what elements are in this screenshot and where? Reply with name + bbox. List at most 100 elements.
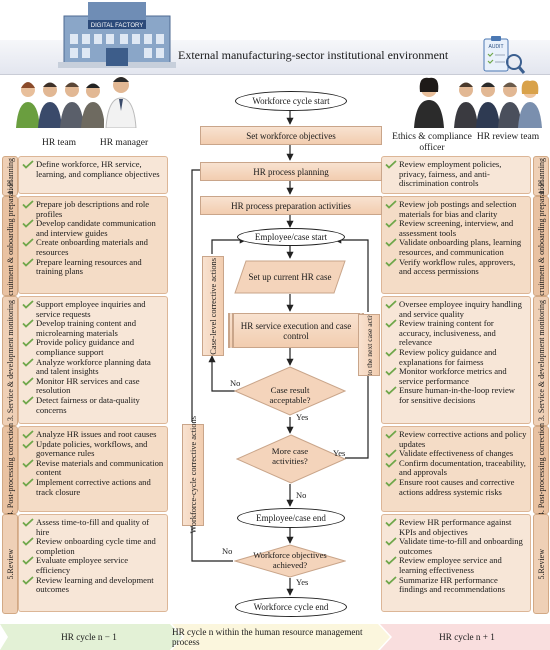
check-icon [385, 348, 397, 357]
audit-clipboard-icon: AUDIT [483, 36, 526, 74]
list-item: Assess time-to-fill and quality of hire [22, 517, 164, 537]
list-item-text: Review training content for accuracy, in… [399, 318, 496, 348]
next-activity-label: Go to the next case activity [364, 314, 374, 376]
list-item-text: Provide policy guidance and compliance s… [36, 337, 135, 357]
right-phase-box-2: Review job postings and selection materi… [381, 196, 531, 294]
check-icon [22, 338, 34, 348]
check-icon [385, 459, 397, 468]
case-corrective-box: Case-level corrective actions [202, 256, 224, 356]
check-icon [22, 430, 34, 439]
list-item: Review corrective actions and policy upd… [385, 429, 527, 449]
list-item: Summarize HR performance findings and re… [385, 575, 527, 595]
cycle-corrective-box: Workforce-cycle corrective actions [182, 416, 204, 534]
list-item-text: Review job postings and selection materi… [399, 199, 517, 219]
left-phase-box-2: Prepare job descriptions and role profil… [18, 196, 168, 294]
cycle-timeline-bar [0, 624, 550, 650]
list-item: Verify workflow rules, approvers, and ac… [385, 257, 527, 277]
check-icon [385, 449, 397, 458]
check-icon [22, 219, 34, 228]
left-phase-tab-5: 5.Review [2, 514, 18, 614]
more-activities-decision [236, 434, 346, 484]
check-icon [385, 200, 397, 209]
list-item-text: Ensure root causes and corrective action… [399, 476, 515, 497]
list-item-text: Review screening, interview, and assessm… [399, 218, 514, 238]
list-item: Revise materials and communication conte… [22, 457, 164, 478]
right-phase-tab-4: 4. Post-processing correction [533, 423, 549, 517]
list-item: Detect fairness or data-quality concerns [22, 394, 164, 415]
list-item: Prepare job descriptions and role profil… [22, 199, 164, 219]
right-phase-box-3: Oversee employee inquiry handling and se… [381, 296, 531, 424]
case-start-terminal: Employee/case start [237, 228, 345, 246]
list-item-text: Review learning and development outcomes [36, 574, 154, 595]
check-icon [22, 556, 34, 566]
list-item: Evaluate employee service efficiency [22, 556, 164, 575]
list-item-text: Detect fairness or data-quality concerns [36, 394, 140, 415]
hr-manager-icon [105, 77, 137, 128]
check-icon [22, 357, 34, 367]
no-label-more: No [296, 490, 307, 500]
check-icon [22, 160, 34, 169]
factory-icon: DIGITAL FACTORY [58, 2, 176, 68]
left-phase-label-5: 5.Review [5, 548, 15, 580]
list-item-text: Revise materials and communication conte… [36, 457, 164, 478]
check-icon [22, 300, 34, 309]
check-icon [22, 518, 34, 527]
left-phase-tab-3: 3. Service & development monitoring [2, 296, 18, 426]
hr-team-icon [16, 82, 104, 128]
no-label-case: No [230, 378, 241, 388]
check-icon [385, 219, 397, 228]
list-item-text: Develop candidate communication and inte… [36, 218, 156, 238]
case-acceptable-decision [234, 366, 346, 416]
list-item: Confirm documentation, traceability, and… [385, 458, 527, 478]
list-item: Validate onboarding plans, learning reso… [385, 238, 527, 257]
list-item-text: Review HR performance against KPIs and o… [399, 517, 512, 537]
list-item: Define workforce, HR service, learning, … [22, 159, 164, 179]
right-phase-tab-3: 3. Service & development monitoring [533, 296, 549, 426]
yes-label-more: Yes [333, 448, 346, 458]
check-icon [385, 300, 397, 309]
list-item: Review policy guidance and explanations … [385, 347, 527, 367]
list-item: Prepare learning resources and training … [22, 257, 164, 277]
check-icon [22, 319, 34, 328]
review-team-icon [454, 80, 542, 128]
audit-label: AUDIT [489, 44, 504, 50]
check-icon [22, 200, 34, 209]
list-item-text: Review onboarding cycle time and complet… [36, 536, 156, 556]
list-item: Implement corrective actions and track c… [22, 477, 164, 497]
list-item-text: Support employee inquiries and service r… [36, 299, 146, 319]
review-team-label: HR review team [476, 132, 540, 142]
case-end-terminal: Employee/case end [237, 508, 345, 528]
left-phase-box-3: Support employee inquiries and service r… [18, 296, 168, 424]
left-phase-label-3: 3. Service & development monitoring [5, 300, 15, 422]
cycle-corrective-label: Workforce-cycle corrective actions [188, 416, 198, 534]
list-item: Validate time-to-fill and onboarding out… [385, 536, 527, 556]
check-icon [385, 386, 397, 396]
set-objectives-step: Set workforce objectives [200, 126, 382, 145]
left-phase-label-4: 4. Post-processing correction [5, 423, 15, 517]
list-item-text: Ensure human-in-the-loop review for sens… [399, 385, 515, 405]
list-item: Develop training content and microlearni… [22, 318, 164, 338]
no-label-objectives: No [222, 546, 233, 556]
list-item-text: Validate time-to-fill and onboarding out… [399, 536, 523, 556]
list-item-text: Review employment policies, privacy, fai… [399, 159, 502, 189]
setup-case-label: Set up current HR case [248, 271, 332, 282]
objectives-achieved-label: Workforce objectives achieved? [253, 550, 327, 570]
cycle-prev-label: HR cycle n − 1 [61, 632, 117, 642]
list-item: Provide policy guidance and compliance s… [22, 338, 164, 357]
factory-sign: DIGITAL FACTORY [91, 23, 143, 29]
list-item-text: Monitor workforce metrics and service pe… [399, 366, 507, 386]
environment-label: External manufacturing-sector institutio… [178, 48, 449, 62]
next-activity-box: Go to the next case activity [358, 314, 380, 376]
list-item-text: Create onboarding materials and resource… [36, 237, 148, 257]
list-item: Support employee inquiries and service r… [22, 299, 164, 319]
setup-case-shape [234, 260, 346, 294]
yes-label-objectives: Yes [296, 577, 309, 587]
list-item-text: Review employee service and learning eff… [399, 555, 502, 575]
list-item: Review employee service and learning eff… [385, 556, 527, 575]
list-item-text: Validate effectiveness of changes [399, 448, 514, 459]
check-icon [22, 238, 34, 248]
list-item: Create onboarding materials and resource… [22, 238, 164, 257]
check-icon [385, 160, 397, 169]
preparation-activities-step: HR process preparation activities [200, 196, 382, 215]
